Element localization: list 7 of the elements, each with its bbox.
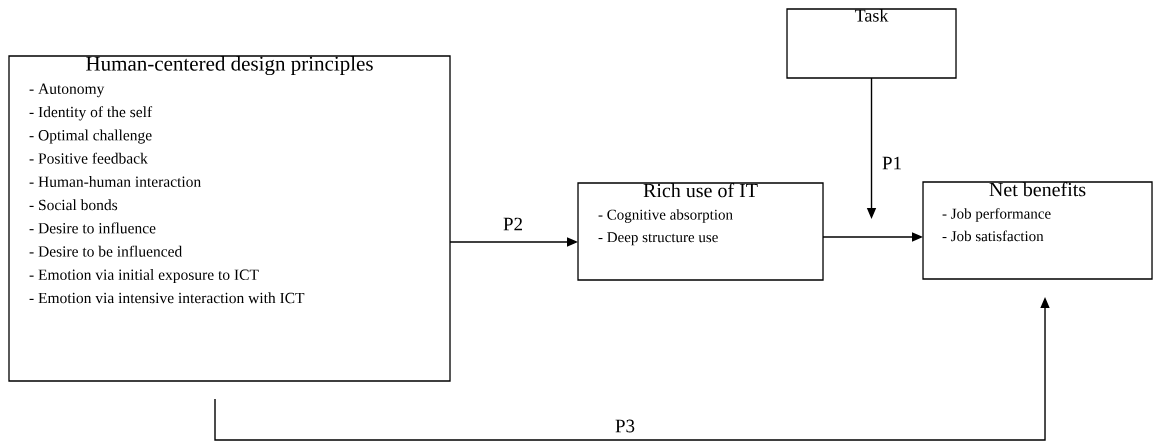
- edge-label: P3: [613, 418, 637, 434]
- concept-box: Rich use of IT - Cognitive absorption - Deep structure use: [577, 182, 824, 281]
- concept-box: Net benefits - Job performance - Job satisfaction: [922, 181, 1153, 280]
- concept-box: Human-centered design principles - Autonomy - Identity of the self - Optimal challenge - Positive feedback - Human-human interaction - Social bonds - Desire to influence - Desire to be influenced - Emotion via initial exposure to ICT - Emotion via intensive interaction with ICT: [8, 55, 451, 382]
- edge-label: P2: [501, 216, 525, 232]
- concept-box: Task: [786, 8, 957, 79]
- edge-label: P1: [881, 155, 904, 171]
